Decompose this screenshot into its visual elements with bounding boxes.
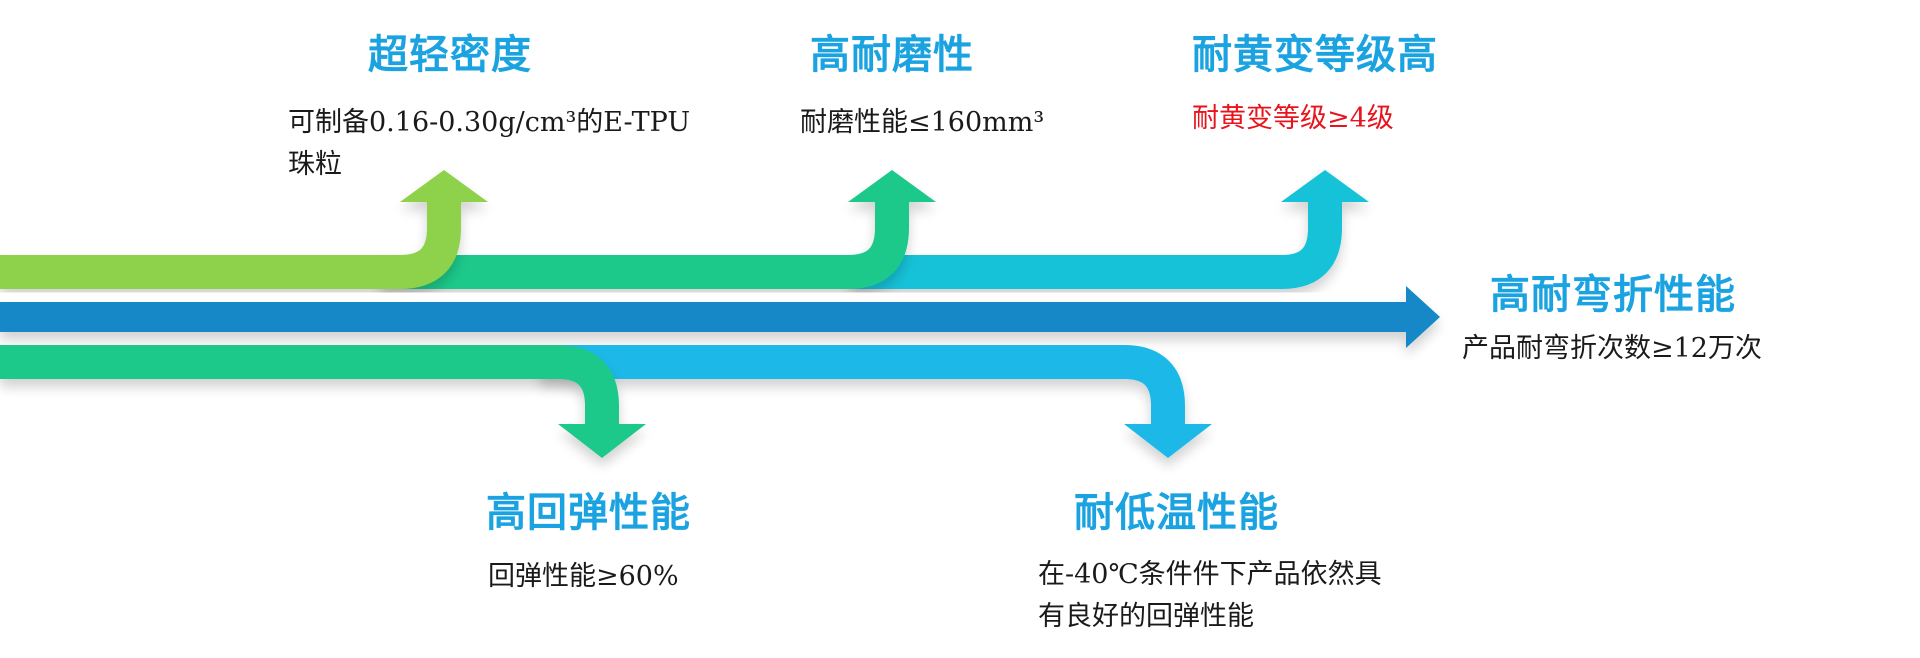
low-temp-desc-line-1: 在-40℃条件件下产品依然具 [1038, 559, 1382, 590]
arrow-to-bending [0, 286, 1440, 348]
low-temp-title: 耐低温性能 [1074, 490, 1279, 536]
arrow-to-rebound [0, 345, 646, 458]
rebound-title: 高回弹性能 [486, 490, 691, 536]
rebound-desc-line-1: 回弹性能≥60% [488, 561, 679, 592]
arrow-to-low-temp [540, 345, 1212, 458]
wear-description: 耐磨性能≤160mm³ [800, 102, 1044, 144]
density-title: 超轻密度 [368, 32, 532, 78]
rebound-description: 回弹性能≥60% [488, 556, 679, 598]
density-description: 可制备0.16-0.30g/cm³的E-TPU 珠粒 [288, 102, 690, 186]
bending-title: 高耐弯折性能 [1490, 272, 1736, 318]
low-temp-desc-line-2: 有良好的回弹性能 [1038, 601, 1254, 632]
density-desc-line-1: 可制备0.16-0.30g/cm³的E-TPU [288, 107, 691, 138]
yellowing-title: 耐黄变等级高 [1192, 32, 1438, 78]
bending-description: 产品耐弯折次数≥12万次 [1462, 328, 1762, 370]
density-desc-line-2: 珠粒 [288, 149, 342, 180]
wear-desc-line-1: 耐磨性能≤160mm³ [800, 107, 1045, 138]
low-temp-description: 在-40℃条件件下产品依然具 有良好的回弹性能 [1038, 554, 1382, 638]
arrow-to-density [0, 170, 488, 289]
yellowing-desc-line-1: 耐黄变等级≥4级 [1192, 103, 1394, 134]
arrow-to-yellowing [850, 170, 1369, 289]
yellowing-description: 耐黄变等级≥4级 [1192, 98, 1394, 140]
bending-desc-line-1: 产品耐弯折次数≥12万次 [1462, 333, 1762, 364]
wear-title: 高耐磨性 [810, 32, 974, 78]
arrow-to-wear [380, 170, 936, 289]
